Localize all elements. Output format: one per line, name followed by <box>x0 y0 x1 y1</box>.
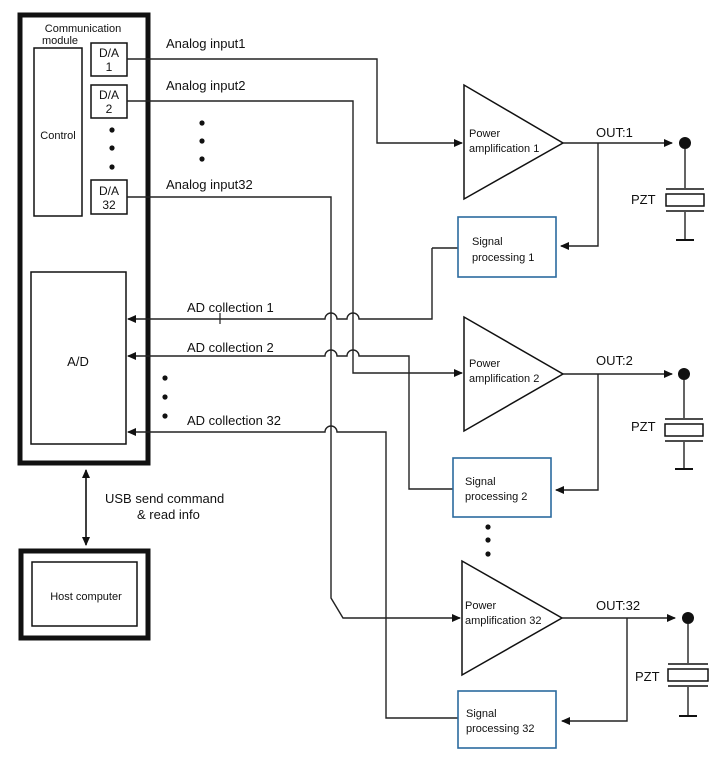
signal-processing-2 <box>452 457 552 518</box>
pzt-label: PZT <box>635 669 660 684</box>
pzt-32: PZT <box>635 624 709 717</box>
signal-processing-label-line1: Signal <box>466 708 497 720</box>
channel-32: Power amplification 32 OUT:32 Signal pro… <box>457 559 709 749</box>
amplifier-label-line2: amplification 2 <box>469 373 539 385</box>
da-block-label: D/A <box>99 88 119 102</box>
signal-processing-label-line1: Signal <box>465 476 496 488</box>
signal-processing-32 <box>457 690 557 749</box>
analog-input-wire-32 <box>127 196 461 622</box>
channel-2: Power amplification 2 OUT:2 Signal proce… <box>452 315 704 518</box>
pzt-label: PZT <box>631 192 656 207</box>
pzt-2: PZT <box>631 380 704 470</box>
signal-processing-label-line2: processing 1 <box>472 252 534 264</box>
pzt-1: PZT <box>631 149 705 241</box>
host-computer: Host computer <box>18 548 151 641</box>
comm-module-title-line1: Communication <box>45 23 121 35</box>
amplifier-label-line2: amplification 32 <box>465 615 541 627</box>
usb-label-line1: USB send command <box>105 491 224 506</box>
channel-1: Power amplification 1 OUT:1 Signal proce… <box>457 83 705 278</box>
host-computer-label: Host computer <box>50 591 122 603</box>
analog-input-wire-1 <box>127 58 463 147</box>
analog-input-label-2: Analog input2 <box>166 78 246 93</box>
signal-processing-label-line1: Signal <box>472 236 503 248</box>
ad-collection-wire-2 <box>127 349 453 490</box>
channel-dots-right <box>485 524 491 557</box>
ad-collection-label-1: AD collection 1 <box>187 300 274 315</box>
control-label: Control <box>40 130 75 142</box>
da-block-1: D/A 1 <box>90 42 128 77</box>
amplifier-label-line2: amplification 1 <box>469 143 539 155</box>
da-block-label: D/A <box>99 46 119 60</box>
power-amplifier-2 <box>463 315 565 433</box>
amplifier-label-line1: Power <box>465 600 497 612</box>
power-amplifier-1 <box>463 83 565 201</box>
channel-dots-ad <box>162 375 168 419</box>
control-block: Control <box>33 47 83 217</box>
da-block-number: 2 <box>106 102 113 116</box>
output-label-2: OUT:2 <box>596 353 633 368</box>
analog-input-label-1: Analog input1 <box>166 36 246 51</box>
da-block-number: 1 <box>106 60 113 74</box>
feedback-wire-32 <box>561 618 628 725</box>
da-block-2: D/A 2 <box>90 84 128 119</box>
output-label-1: OUT:1 <box>596 125 633 140</box>
amplifier-label-line1: Power <box>469 358 501 370</box>
ad-block: A/D <box>30 271 127 445</box>
analog-input-wire-2 <box>127 100 463 377</box>
usb-label-line2: & read info <box>137 507 200 522</box>
signal-processing-label-line2: processing 2 <box>465 491 527 503</box>
da-block-label: D/A <box>99 184 119 198</box>
signal-processing-1 <box>457 216 557 278</box>
ad-label: A/D <box>67 354 89 369</box>
da-dots <box>109 127 115 170</box>
output-label-32: OUT:32 <box>596 598 640 613</box>
da-block-number: 32 <box>102 198 116 212</box>
channel-dots-top <box>199 120 205 162</box>
comm-module-title-line2: module <box>42 35 78 47</box>
ad-collection-wire-32 <box>127 425 458 719</box>
da-block-32: D/A 32 <box>90 179 128 215</box>
ad-collection-label-2: AD collection 2 <box>187 340 274 355</box>
analog-input-label-32: Analog input32 <box>166 177 253 192</box>
communication-module: Communication module Control D/A 1 D/A 2… <box>17 12 151 466</box>
ad-collection-label-32: AD collection 32 <box>187 413 281 428</box>
feedback-wire-2 <box>555 374 599 494</box>
signal-processing-label-line2: processing 32 <box>466 723 535 735</box>
ad-collection-wire-1 <box>128 247 460 319</box>
pzt-label: PZT <box>631 419 656 434</box>
amplifier-label-line1: Power <box>469 128 501 140</box>
power-amplifier-32 <box>461 559 564 677</box>
feedback-wire-1 <box>560 143 599 250</box>
